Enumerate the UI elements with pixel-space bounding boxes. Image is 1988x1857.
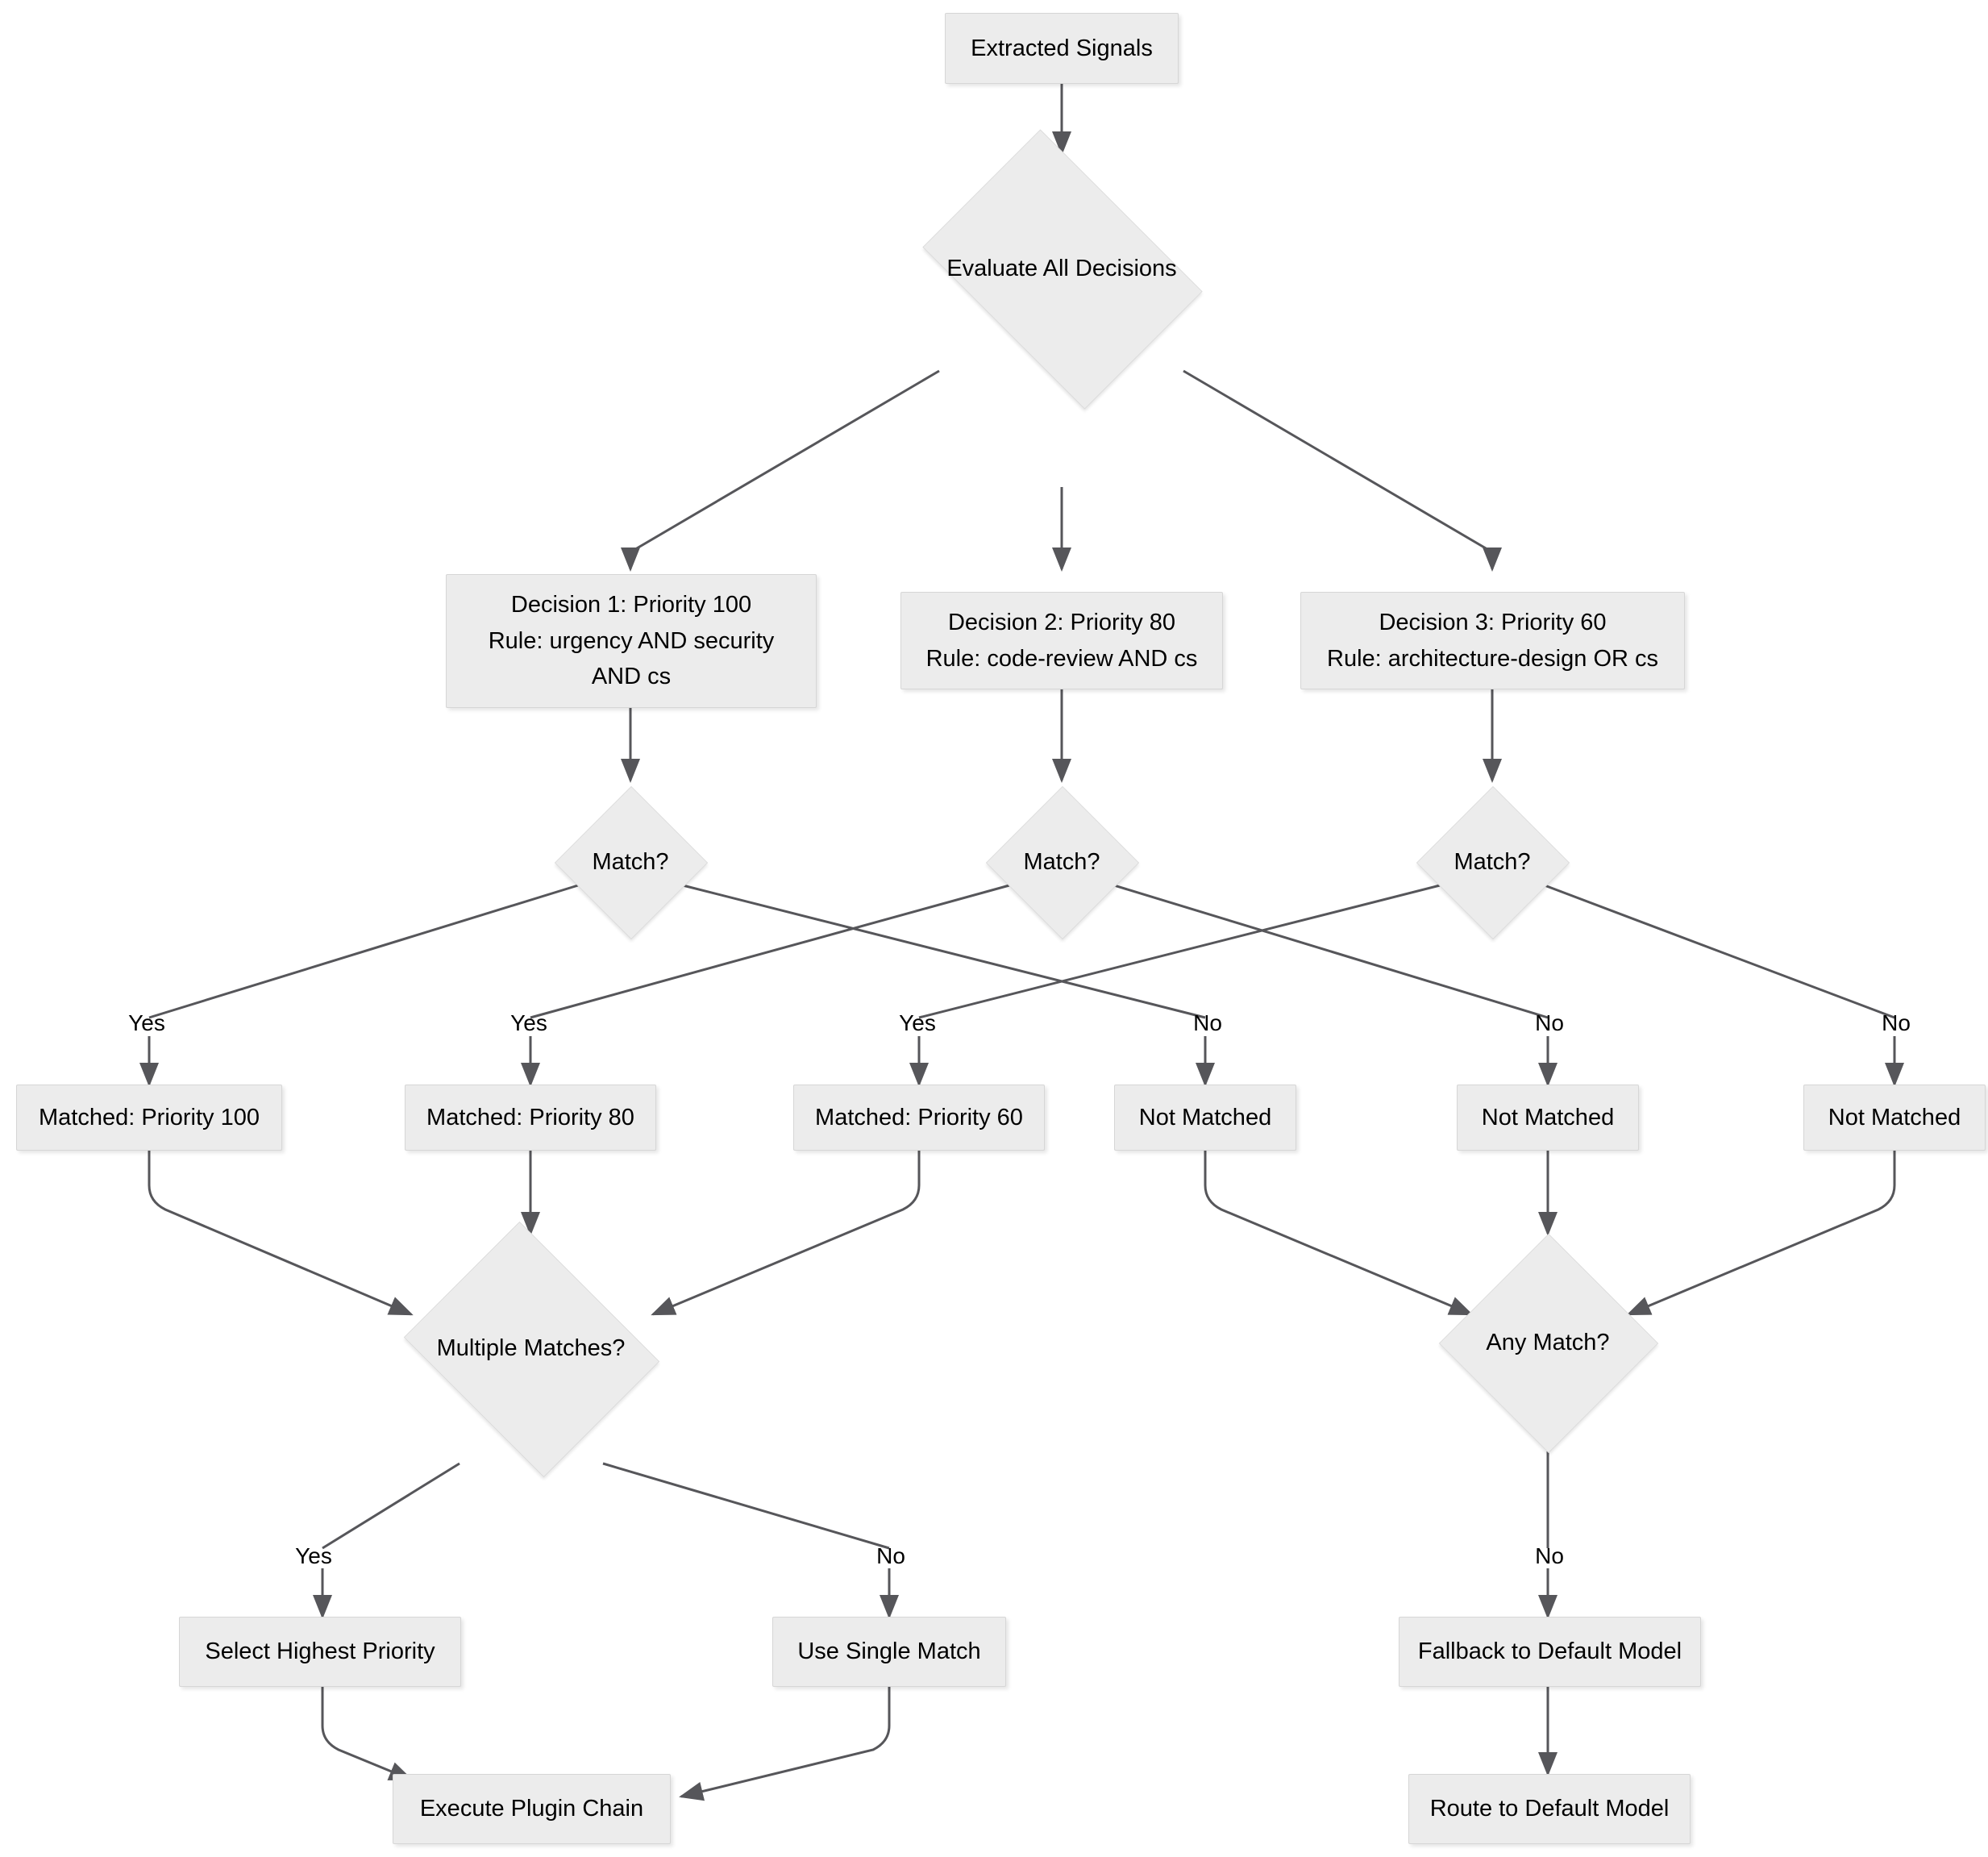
node-match-2[interactable]: Match? bbox=[985, 785, 1140, 940]
edge-matched60-to-multiple bbox=[651, 1151, 921, 1316]
node-matched-priority-80-label: Matched: Priority 80 bbox=[426, 1104, 634, 1130]
node-decision-1[interactable]: Decision 1: Priority 100 Rule: urgency A… bbox=[446, 574, 817, 708]
node-evaluate-all-decisions-label: Evaluate All Decisions bbox=[946, 255, 1177, 281]
node-decision-3-label: Decision 3: Priority 60 Rule: architectu… bbox=[1327, 609, 1658, 672]
edge-usesingle-to-execute bbox=[679, 1687, 891, 1801]
node-fallback-to-default-model-label: Fallback to Default Model bbox=[1417, 1638, 1682, 1665]
node-matched-priority-80[interactable]: Matched: Priority 80 bbox=[405, 1085, 656, 1151]
node-match-2-label: Match? bbox=[1023, 848, 1100, 875]
node-matched-priority-60-label: Matched: Priority 60 bbox=[815, 1104, 1023, 1130]
edge-label-match2-yes: Yes bbox=[510, 1010, 547, 1035]
node-any-match-label: Any Match? bbox=[1486, 1329, 1610, 1355]
edge-label-match1-no: No bbox=[1193, 1010, 1222, 1035]
edge-matched100-to-multiple bbox=[148, 1151, 414, 1316]
node-extracted-signals[interactable]: Extracted Signals bbox=[945, 13, 1179, 84]
node-use-single-match[interactable]: Use Single Match bbox=[772, 1617, 1006, 1687]
node-not-matched-1[interactable]: Not Matched bbox=[1114, 1085, 1296, 1151]
edge-label-match1-yes: Yes bbox=[128, 1010, 165, 1035]
edge-multiple-no bbox=[602, 1462, 890, 1550]
edge-label-anymatch-no: No bbox=[1535, 1543, 1564, 1568]
node-not-matched-2[interactable]: Not Matched bbox=[1457, 1085, 1639, 1151]
node-decision-2-label: Decision 2: Priority 80 Rule: code-revie… bbox=[925, 609, 1198, 672]
edge-select-to-execute bbox=[321, 1687, 414, 1781]
node-extracted-signals-label: Extracted Signals bbox=[971, 35, 1153, 61]
edge-notmatched1-to-any bbox=[1204, 1151, 1474, 1316]
node-not-matched-3-label: Not Matched bbox=[1828, 1104, 1961, 1130]
node-select-highest-priority-label: Select Highest Priority bbox=[205, 1638, 435, 1665]
node-match-3[interactable]: Match? bbox=[1416, 785, 1570, 940]
node-route-to-default-model[interactable]: Route to Default Model bbox=[1408, 1774, 1691, 1844]
node-not-matched-1-label: Not Matched bbox=[1138, 1104, 1272, 1130]
node-decision-1-label: Decision 1: Priority 100 Rule: urgency A… bbox=[488, 591, 775, 690]
edge-multiple-yes bbox=[322, 1462, 460, 1550]
node-multiple-matches-label: Multiple Matches? bbox=[436, 1335, 626, 1362]
node-decision-3[interactable]: Decision 3: Priority 60 Rule: architectu… bbox=[1300, 592, 1685, 689]
edge-label-multiple-no: No bbox=[876, 1543, 905, 1568]
edge-label-match3-yes: Yes bbox=[899, 1010, 936, 1035]
node-select-highest-priority[interactable]: Select Highest Priority bbox=[179, 1617, 461, 1687]
node-match-1-label: Match? bbox=[592, 848, 669, 875]
edge-notmatched3-to-any bbox=[1626, 1151, 1896, 1316]
node-match-1[interactable]: Match? bbox=[554, 785, 709, 940]
node-route-to-default-model-label: Route to Default Model bbox=[1429, 1796, 1670, 1822]
node-execute-plugin-chain-label: Execute Plugin Chain bbox=[419, 1796, 644, 1822]
node-execute-plugin-chain[interactable]: Execute Plugin Chain bbox=[393, 1774, 671, 1844]
edge-evaluate-to-decision1 bbox=[621, 369, 940, 572]
edge-label-match2-no: No bbox=[1535, 1010, 1564, 1035]
node-not-matched-2-label: Not Matched bbox=[1481, 1104, 1615, 1130]
node-matched-priority-100[interactable]: Matched: Priority 100 bbox=[16, 1085, 282, 1151]
node-fallback-to-default-model[interactable]: Fallback to Default Model bbox=[1399, 1617, 1701, 1687]
node-multiple-matches[interactable]: Multiple Matches? bbox=[392, 1221, 670, 1478]
node-decision-2[interactable]: Decision 2: Priority 80 Rule: code-revie… bbox=[900, 592, 1223, 689]
edge-match3-no bbox=[1544, 884, 1895, 1019]
node-matched-priority-60[interactable]: Matched: Priority 60 bbox=[793, 1085, 1045, 1151]
edge-match1-yes bbox=[148, 884, 579, 1019]
node-not-matched-3[interactable]: Not Matched bbox=[1803, 1085, 1986, 1151]
edge-evaluate-to-decision3 bbox=[1183, 369, 1502, 572]
node-any-match[interactable]: Any Match? bbox=[1438, 1233, 1659, 1454]
node-evaluate-all-decisions[interactable]: Evaluate All Decisions bbox=[900, 129, 1223, 410]
node-use-single-match-label: Use Single Match bbox=[797, 1638, 981, 1665]
node-matched-priority-100-label: Matched: Priority 100 bbox=[38, 1104, 260, 1130]
edge-label-multiple-yes: Yes bbox=[295, 1543, 332, 1568]
node-match-3-label: Match? bbox=[1454, 848, 1531, 875]
edge-label-match3-no: No bbox=[1882, 1010, 1911, 1035]
